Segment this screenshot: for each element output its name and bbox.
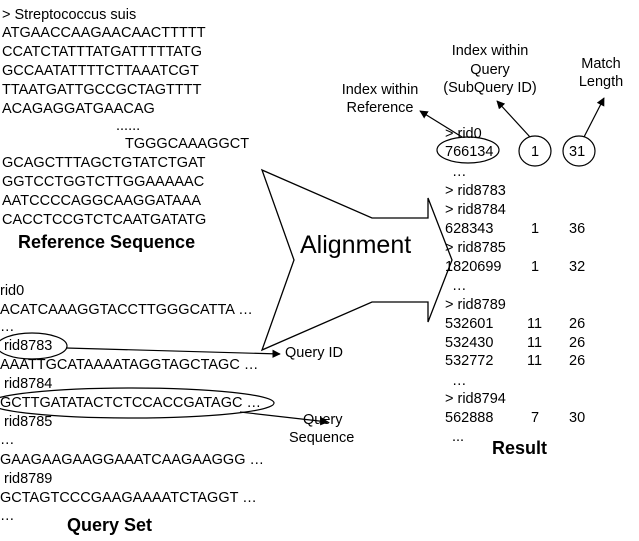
result-col-length: 26 [569, 316, 586, 332]
result-col-index: 532601 [445, 316, 494, 332]
pointer-arrow [583, 97, 605, 138]
query-line: GCTTGATATACTCTCCACCGATAGC … [0, 395, 261, 411]
alignment-arrow-shape [260, 168, 453, 352]
reference-index-label: Reference [346, 100, 414, 116]
pointer-arrow [65, 347, 281, 358]
result-col-index: > rid8794 [445, 391, 506, 407]
reference-ellipsis: ...... [116, 118, 141, 134]
subquery-index-label: Query [470, 62, 510, 78]
result-col-subquery: 7 [531, 410, 540, 426]
result-col-index: … [452, 373, 467, 389]
pointer-arrow [419, 110, 463, 138]
pointer-arrow [239, 411, 329, 426]
reference-line: CACCTCCGTCTCAATGATATG [2, 212, 207, 228]
highlight-ellipse [436, 136, 500, 164]
result-col-index: 532430 [445, 335, 494, 351]
match-length-label: Match [581, 56, 621, 72]
query-line: … [0, 319, 15, 335]
result-col-subquery: 11 [527, 316, 543, 332]
reference-header: > Streptococcus suis [2, 7, 137, 23]
highlight-ellipse [0, 332, 68, 360]
highlight-ellipse [0, 387, 275, 419]
query-line: GAAGAAGAAGGAAATCAAGAAGGG … [0, 452, 265, 468]
highlight-ellipse [562, 135, 596, 167]
result-col-subquery: 1 [531, 259, 540, 275]
query-line: … [0, 508, 15, 524]
result-col-index: … [452, 164, 467, 180]
result-col-subquery: 11 [527, 335, 543, 351]
result-col-index: 532772 [445, 353, 494, 369]
result-col-subquery: 1 [531, 221, 540, 237]
query-set-title: Query Set [67, 515, 153, 535]
result-col-index: 1820699 [445, 259, 502, 275]
result-col-length: 30 [569, 410, 586, 426]
query-line: rid8783 [4, 338, 53, 354]
query-line: rid8789 [4, 471, 53, 487]
result-col-index: > rid8785 [445, 240, 506, 256]
query-line: AAATTGCATAAAATAGGTAGCTAGC … [0, 357, 259, 373]
result-title: Result [492, 438, 548, 458]
reference-line: CCATCTATTTATGATTTTTATG [2, 44, 203, 60]
result-col-subquery: 1 [531, 144, 540, 160]
query-sequence-label: Sequence [289, 430, 355, 446]
result-col-length: 36 [569, 221, 586, 237]
result-col-length: 26 [569, 353, 586, 369]
reference-line: ACAGAGGATGAACAG [2, 101, 155, 117]
reference-line: GGTCCTGGTCTTGGAAAAAC [2, 174, 205, 190]
result-col-index: > rid8789 [445, 297, 506, 313]
query-line: rid8784 [4, 376, 53, 392]
reference-line: AATCCCCAGGCAAGGATAAA [2, 193, 201, 209]
query-line: ACATCAAAGGTACCTTGGGCATTA … [0, 302, 253, 318]
result-col-length: 32 [569, 259, 586, 275]
query-line: rid0 [0, 283, 25, 299]
result-col-index: > rid8783 [445, 183, 506, 199]
reference-title: Reference Sequence [18, 232, 196, 252]
reference-line: GCAGCTTTAGCTGTATCTGAT [2, 155, 206, 171]
result-col-index: ... [452, 429, 465, 445]
alignment-label: Alignment [300, 231, 412, 259]
query-line: GCTAGTCCCGAAGAAAATCTAGGT … [0, 490, 257, 506]
result-col-length: 26 [569, 335, 586, 351]
result-col-subquery: 11 [527, 353, 543, 369]
result-col-index: 766134 [445, 144, 494, 160]
result-col-index: 628343 [445, 221, 494, 237]
result-col-index: 562888 [445, 410, 494, 426]
subquery-index-label: (SubQuery ID) [443, 80, 537, 96]
reference-index-label: Index within [341, 82, 419, 98]
reference-line: GCCAATATTTTCTTAAATCGT [2, 63, 199, 79]
query-line: rid8785 [4, 414, 53, 430]
reference-line: TGGGCAAAGGCT [125, 136, 250, 152]
result-col-length: 31 [569, 144, 586, 160]
result-col-index: … [452, 278, 467, 294]
pointer-arrow [496, 100, 531, 138]
subquery-index-label: Index within [451, 43, 529, 59]
highlight-ellipse [518, 135, 552, 167]
match-length-label: Length [578, 74, 624, 90]
reference-line: ATGAACCAAGAACAACTTTTT [2, 25, 206, 41]
query-line: … [0, 432, 15, 448]
query-id-label: Query ID [285, 345, 344, 361]
result-col-index: > rid8784 [445, 202, 506, 218]
reference-line: TTAATGATTGCCGCTAGTTTT [2, 82, 202, 98]
